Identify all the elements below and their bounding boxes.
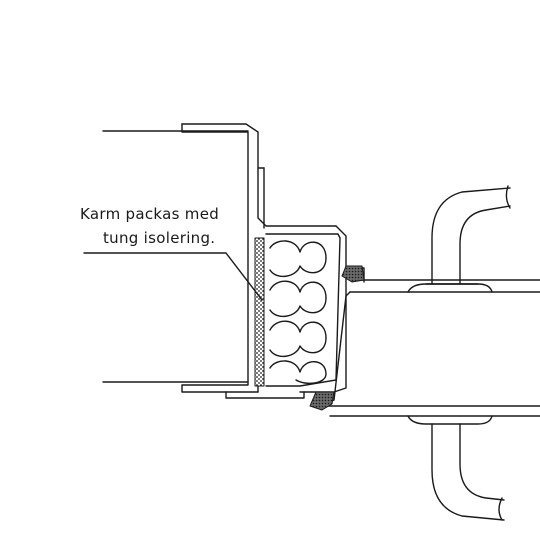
handle-lever-top <box>431 185 511 285</box>
top-gasket <box>341 265 365 283</box>
handle-rose-bottom <box>407 415 493 425</box>
hatched-strip <box>254 237 265 387</box>
insulation-chain <box>269 240 327 385</box>
door-leaf <box>321 267 540 417</box>
bottom-gasket <box>309 391 335 411</box>
handle-lever-bottom <box>431 423 505 521</box>
callout-text-line-2: tung isolering. <box>103 229 216 247</box>
callout-leader <box>83 252 263 301</box>
handle-rose-top <box>407 283 493 293</box>
frame-profile <box>181 123 347 399</box>
wall <box>102 130 249 383</box>
callout-text-line-1: Karm packas med <box>80 205 220 223</box>
